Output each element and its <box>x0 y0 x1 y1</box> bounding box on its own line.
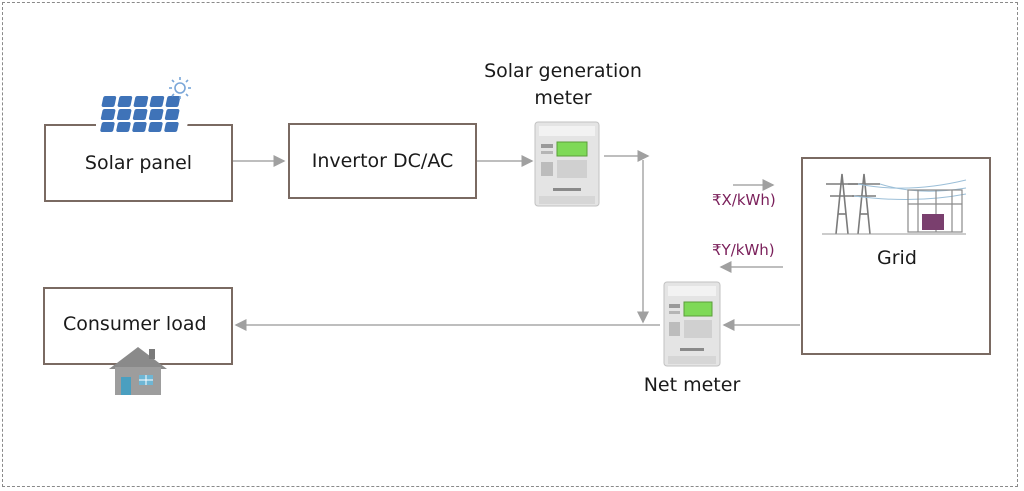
net-meter-icon <box>663 281 721 367</box>
consumer-load-label: Consumer load <box>63 313 207 335</box>
solar-panel-label: Solar panel <box>84 152 193 174</box>
inverter-box: Invertor DC/AC <box>288 123 477 199</box>
import-rate: ₹Y/kWh) <box>712 241 775 259</box>
export-rate: ₹X/kWh) <box>712 191 776 209</box>
house-icon <box>109 347 167 395</box>
inverter-label: Invertor DC/AC <box>311 150 454 172</box>
grid-label: Grid <box>877 247 917 269</box>
solar-meter-icon <box>534 121 600 207</box>
solar-meter-label: Solar generation meter <box>484 60 642 109</box>
solar-panel-icon <box>96 77 194 134</box>
transmission-tower-icon <box>822 173 967 235</box>
net-meter-label: Net meter <box>643 374 741 396</box>
